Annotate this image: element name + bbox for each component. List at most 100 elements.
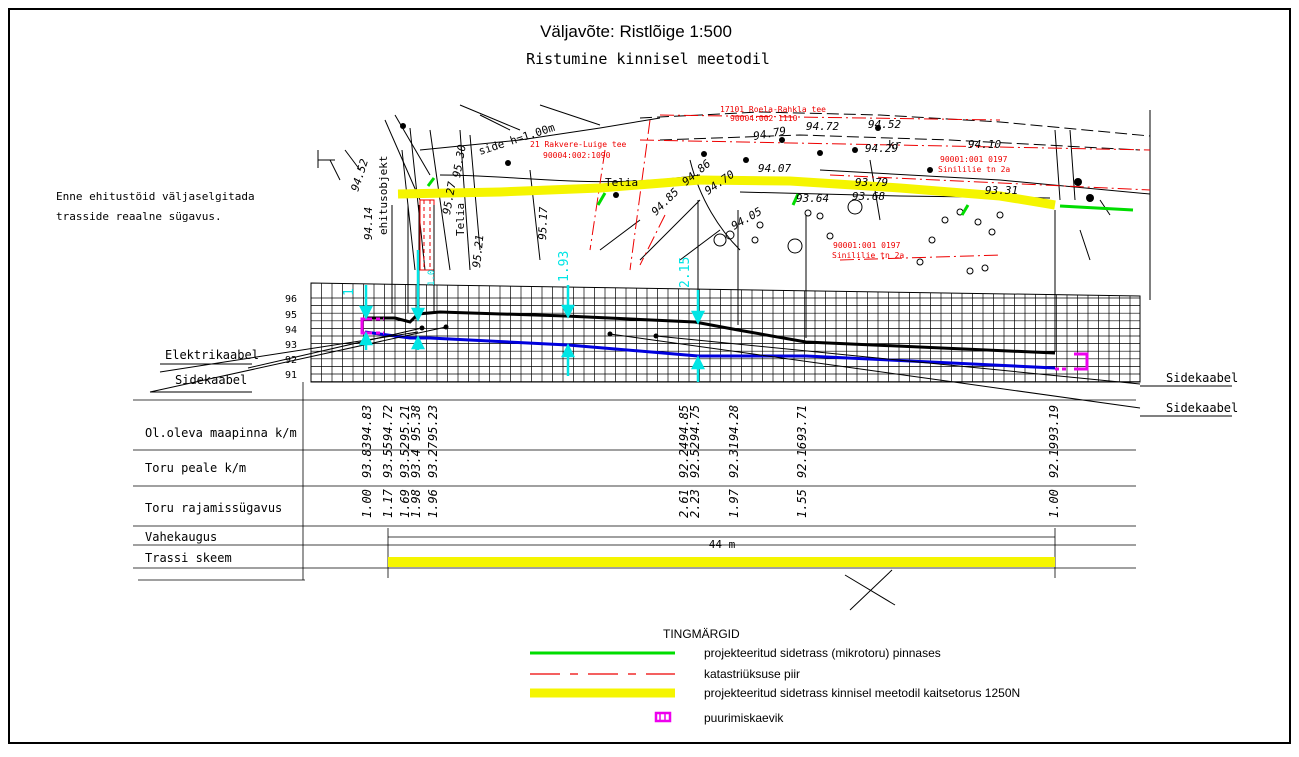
depth-labels: 1 1.93 2.15 1.0: [342, 251, 693, 296]
depth-value: 1.97: [727, 488, 741, 518]
plan-height: 94.14: [362, 207, 375, 240]
plan-height: 93.68: [852, 190, 885, 203]
depth-mark: 1.0: [427, 270, 437, 286]
pipe-top-value: 92.16: [795, 442, 809, 478]
plan-height: 94.29: [865, 142, 898, 155]
pipe-top-value: 93.55: [381, 442, 395, 478]
depth-mark: 1: [342, 288, 357, 296]
drawing-subtitle: Ristumine kinnisel meetodil: [526, 50, 770, 68]
ground-value: 94.28: [727, 405, 741, 441]
row-label-distance: Vahekaugus: [145, 530, 217, 544]
depth-value: 2.61: [677, 489, 691, 518]
legend-item-pit: puurimiskaevik: [704, 711, 784, 725]
section-cut-line: [849, 569, 893, 611]
ground-value: 93.71: [795, 405, 809, 441]
plan-black-labels: Telia side h=1.00m kr ehitusobjekt Telia: [377, 121, 902, 236]
plan-micropipe-route: [1059, 204, 1134, 212]
depth-value: 2.23: [688, 489, 702, 518]
sidekaabel-label-right-1: Sidekaabel: [1166, 371, 1238, 385]
plan-height: 94.10: [968, 138, 1001, 151]
plan-red-pipe: [419, 199, 435, 271]
legend-swatch-pit: [654, 711, 672, 723]
legend-item-casing: projekteeritud sidetrass kinnisel meetod…: [704, 686, 1020, 700]
plan-height: 94.85: [649, 186, 682, 219]
depth-mark: 1.93: [557, 251, 572, 282]
sidekaabel-label-left: Sidekaabel: [175, 373, 247, 387]
pipe-top-value: 92.24: [677, 442, 691, 478]
sidekaabel-label-right-2: Sidekaabel: [1166, 401, 1238, 415]
elevation-tick: 96: [285, 294, 297, 305]
plan-height: 93.31: [985, 184, 1018, 197]
parcel-1-name: Sinililie tn 2a: [938, 165, 1010, 174]
note-line-2: trasside reaalne sügavus.: [56, 210, 222, 223]
ground-value: 94.72: [381, 405, 395, 441]
pipe-top-value: 92.52: [688, 442, 702, 478]
note-line-1: Enne ehitustöid väljaselgitada: [56, 190, 255, 203]
pipe-top-value: 92.31: [727, 442, 741, 478]
plan-height: 94.72: [806, 120, 839, 133]
distance-value: 44 m: [709, 538, 736, 551]
depth-value: 1.55: [795, 489, 809, 518]
plan-height: 93.64: [796, 192, 829, 205]
plan-height: 94.52: [868, 118, 901, 131]
pipe-top-value: 93.27: [426, 441, 440, 478]
elektrikaabel-label: Elektrikaabel: [165, 348, 259, 362]
plan-height: 93.79: [855, 176, 888, 189]
parcel-2-name: Sinililie tn 2a: [832, 251, 904, 260]
plan-green-mark-3: [960, 204, 970, 216]
road-21-code: 90004:002:1090: [543, 151, 611, 160]
depth-value: 1.96: [426, 489, 440, 518]
pipe-top-value: 92.19: [1047, 442, 1061, 478]
ground-value: 94.85: [677, 405, 691, 441]
plan-height: 94.52: [348, 157, 371, 193]
depth-value: 1.17: [381, 488, 395, 518]
parcel-borders: [589, 114, 1151, 271]
legend-title: TINGMÄRGID: [663, 627, 740, 641]
ground-value: 95.38: [409, 405, 423, 441]
pipe-top-value: 93.83: [360, 442, 374, 478]
row-labels: Ol.oleva maapinna k/m Toru peale k/m Tor…: [145, 426, 297, 565]
ground-value: 94.75: [688, 405, 702, 441]
cable-labels: Elektrikaabel Sidekaabel Sidekaabel Side…: [165, 348, 1238, 415]
legend: TINGMÄRGID projekteeritud sidetrass (mik…: [530, 627, 1020, 725]
parcel-2-code: 90001:001 0197: [833, 241, 901, 250]
depth-value: 1.00: [1047, 489, 1061, 518]
existing-cables: [149, 326, 1141, 409]
ground-value: 94.83: [360, 405, 374, 441]
cable-points: [419, 324, 659, 339]
ground-value: 93.19: [1047, 405, 1061, 441]
elevation-tick: 95: [285, 310, 297, 321]
row-label-depth: Toru rajamissügavus: [145, 501, 282, 515]
section-cut-line-2: [844, 574, 896, 606]
parcel-1-code: 90001:001 0197: [940, 155, 1008, 164]
depth-value: 1.98: [409, 489, 423, 518]
plan-height: 95.17: [536, 206, 550, 240]
plan-red-labels: 21 Rakvere-Luige tee 90004:002:1090 1710…: [530, 105, 1010, 260]
road-17101-code: 90004:002 1110: [730, 114, 798, 123]
elevation-tick: 91: [285, 370, 297, 381]
telia-label-1: Telia: [605, 176, 638, 189]
elevation-tick: 92: [285, 355, 297, 366]
drill-pit-left: [360, 317, 372, 335]
row-label-ground: Ol.oleva maapinna k/m: [145, 426, 297, 440]
plan-green-mark-4: [426, 177, 436, 187]
row-label-scheme: Trassi skeem: [145, 551, 232, 565]
plan-height: 95.27: [440, 180, 459, 215]
depth-arrows: [358, 250, 706, 382]
legend-item-parcel: katastriüksuse piir: [704, 667, 800, 681]
elevation-tick: 94: [285, 325, 297, 336]
ground-line: [365, 310, 1056, 355]
plan-points: [400, 123, 1094, 202]
plan-green-mark-2: [791, 193, 800, 206]
legend-item-micropipe: projekteeritud sidetrass (mikrotoru) pin…: [704, 646, 941, 660]
elevation-tick: 93: [285, 340, 297, 351]
elevation-ticks: 96 95 94 93 92 91: [285, 294, 297, 381]
profile-table: [133, 382, 1136, 581]
row-label-pipe-top: Toru peale k/m: [145, 461, 246, 475]
ground-value: 95.23: [426, 405, 440, 441]
sheet-frame: [8, 8, 1291, 744]
plan-casing-route: [397, 175, 1056, 210]
